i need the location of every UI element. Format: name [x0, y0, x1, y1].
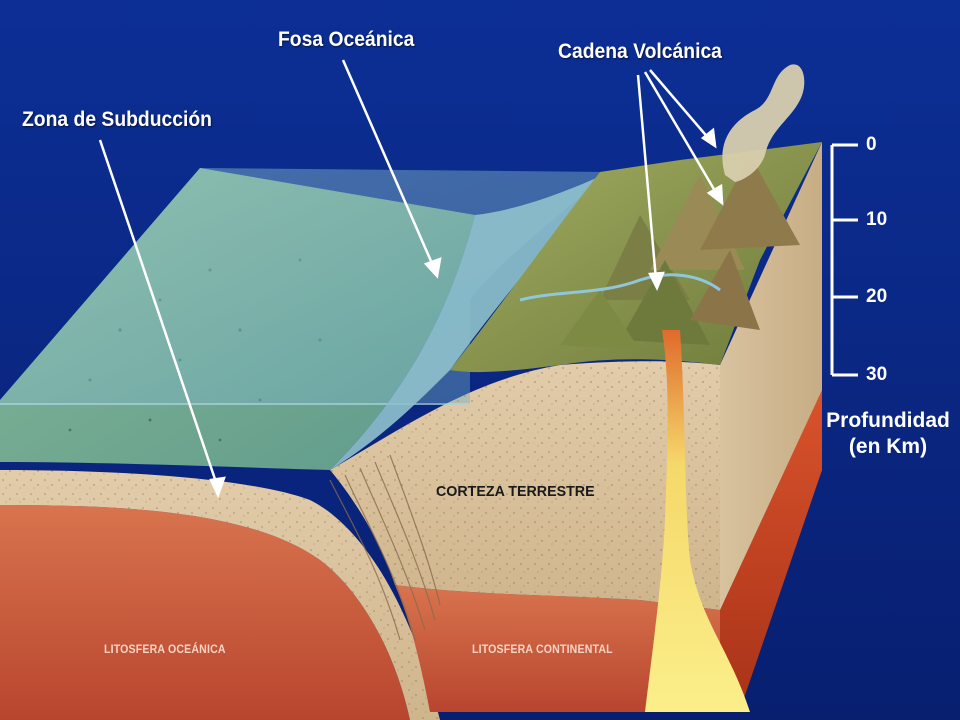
- fault-lines: [329, 454, 441, 641]
- depth-value-10: 10: [866, 209, 888, 230]
- label-continental-lithosphere: LITOSFERA CONTINENTAL: [472, 642, 613, 656]
- label-crust: CORTEZA TERRESTRE: [436, 483, 595, 500]
- arrow-oceanic-trench: [341, 59, 436, 269]
- arrow-subduction-zone: [98, 139, 220, 489]
- magma-conduit: [645, 330, 750, 712]
- lithosphere-side: [720, 390, 822, 712]
- depth-value-20: 20: [866, 286, 888, 307]
- arrow-volcano-3: [649, 69, 711, 141]
- arrow-volcano-2: [643, 71, 720, 197]
- depth-value-30: 30: [866, 364, 888, 385]
- depth-value-0: 0: [866, 134, 877, 155]
- oceanic-lithosphere-slab: [0, 505, 410, 720]
- depth-title-line2: (en Km): [848, 435, 928, 458]
- callout-arrows: [98, 59, 724, 499]
- trench-slope: [330, 172, 610, 470]
- depth-title-line1: Profundidad: [826, 409, 950, 432]
- mountain-range: [560, 155, 800, 350]
- label-subduction-zone: Zona de Subducción: [22, 108, 212, 131]
- label-oceanic-trench: Fosa Oceánica: [278, 28, 415, 51]
- label-oceanic-lithosphere: LITOSFERA OCEÁNICA: [104, 642, 226, 656]
- depth-scale: [830, 143, 858, 377]
- arrow-volcano-1: [636, 74, 658, 281]
- depth-scale-title: Profundidad (en Km): [826, 408, 950, 460]
- river: [519, 273, 721, 302]
- volcanic-smoke: [722, 64, 805, 182]
- continental-lithosphere: [395, 585, 720, 712]
- label-volcanic-chain: Cadena Volcánica: [558, 40, 722, 63]
